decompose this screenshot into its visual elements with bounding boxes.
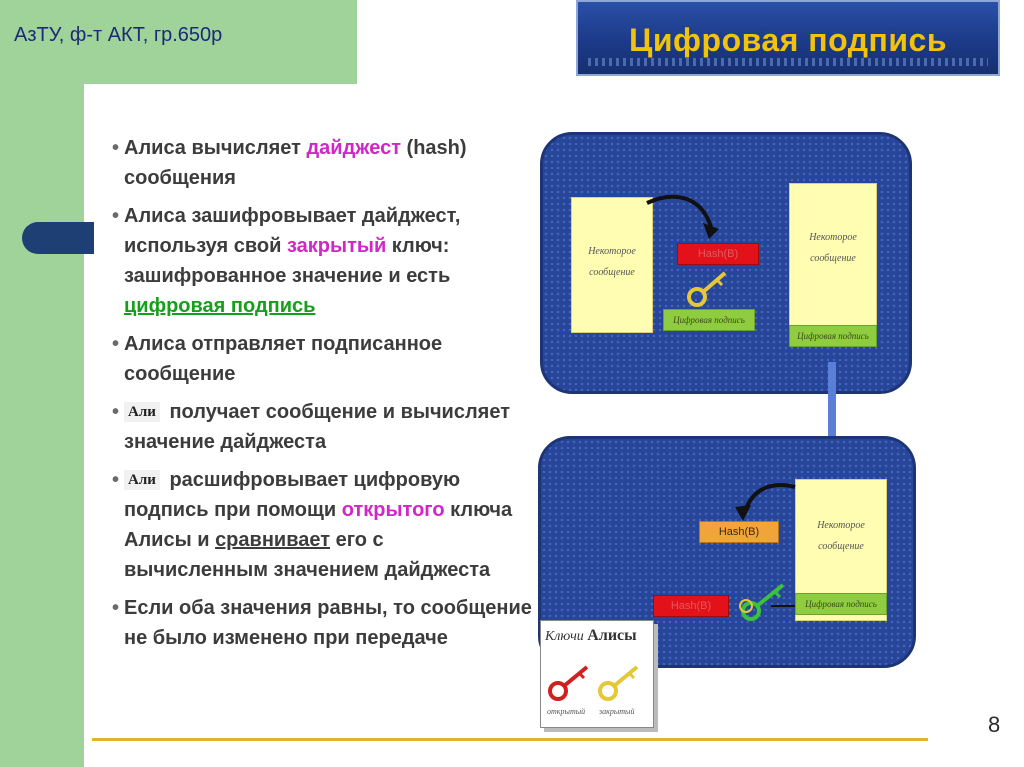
bullet-item: •Алиса зашифровывает дайджест, используя… [112,205,461,317]
arrow-icon [735,483,796,521]
arrow-icon [646,194,719,239]
ali-name-box: Али [124,470,160,490]
top-green-band [0,0,357,84]
bullet-item: •Али получает сообщение и вычисляет знач… [112,401,511,453]
signature-bar: Цифровая подпись [663,309,755,331]
bullet-item: •Алиса отправляет подписанное сообщение [112,333,443,385]
arrow-icon [771,605,795,607]
private-key-icon [687,271,727,307]
public-key-icon [548,665,589,701]
course-header: АзТУ, ф-т АКТ, гр.650р [14,24,223,46]
left-green-band [0,0,84,767]
side-tab-decoration [22,222,94,254]
page-number: 8 [988,712,1001,737]
key-ring-icon [739,599,753,613]
ali-name-box: Али [124,402,160,422]
bullet-item: •Алиса вычисляет дайджест (hash) сообщен… [112,137,467,189]
private-key-icon [598,665,639,701]
hash-encrypted-bar: Hash(B) [677,243,759,265]
bullet-list: •Алиса вычисляет дайджест (hash) сообщен… [112,133,532,661]
footer-rule [92,738,928,741]
received-signature-bar: Цифровая подпись [795,593,887,615]
keys-title: Ключи Алисы [545,627,637,644]
computed-hash-bar: Hash(B) [699,521,779,543]
connector-line [828,362,836,442]
title-banner: Цифровая подпись [576,0,1000,76]
decrypted-hash-bar: Hash(B) [653,595,729,617]
open-key-label: открытый [547,707,586,716]
signed-message-signature-bar: Цифровая подпись [789,325,877,347]
bullet-item: •Али расшифровывает цифровую подпись при… [112,469,513,581]
alice-keys-box: Ключи Алисы открытый закрытый [540,620,654,728]
slide-title: Цифровая подпись [629,22,947,58]
bullet-item: •Если оба значения равны, то сообщение н… [112,597,532,649]
closed-key-label: закрытый [599,707,635,716]
